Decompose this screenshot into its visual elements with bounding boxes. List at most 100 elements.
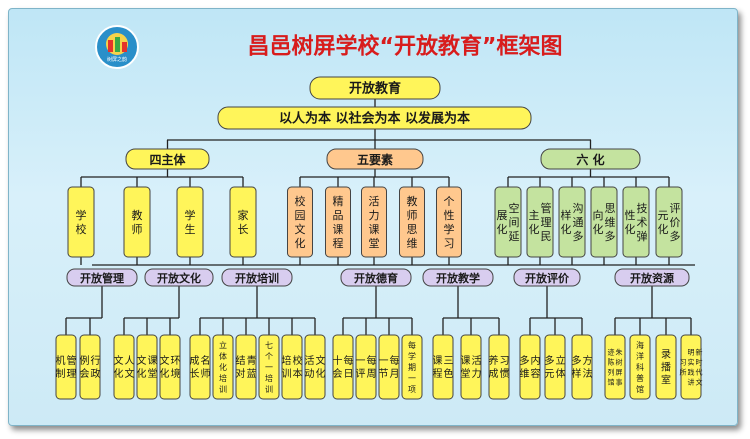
tier4-2-sub-1-label: 立体化培训 <box>219 340 227 394</box>
tier4-0-label: 开放管理 <box>80 271 124 285</box>
tier4-2-sub-0: 名师成长 <box>189 334 211 400</box>
group-2-item-4-label: 技术弹性化 <box>625 202 648 243</box>
tier4-1-sub-1: 课堂文化 <box>136 334 158 400</box>
tier4-6-sub-1: 海洋科普馆 <box>629 334 651 400</box>
tier4-5-sub-2-label: 方法多样 <box>572 354 593 380</box>
group-2-item-5-label: 评价多元化 <box>658 202 681 243</box>
group-0-item-3: 家长 <box>229 186 257 258</box>
group-2-item-4: 技术弹性化 <box>622 186 650 258</box>
group-0-item-3-label: 家长 <box>238 208 249 236</box>
group-0-item-0: 学校 <box>67 186 95 258</box>
group-2-item-2-label: 沟通多样化 <box>561 202 584 243</box>
tier4-6-sub-0: 朱树屏事迹陈列馆 <box>604 334 626 400</box>
tier4-2-sub-2: 青蓝结对 <box>235 334 257 400</box>
group-0-item-2: 学生 <box>176 186 204 258</box>
tier4-3-sub-0: 每日十会 <box>332 334 354 400</box>
tier4-3-sub-2: 每月一节 <box>378 334 400 400</box>
tier4-5-sub-0-label: 内容多维 <box>520 354 541 380</box>
tier4-0-sub-0: 管理机制 <box>55 334 77 400</box>
tier4-4-label: 开放教学 <box>436 271 480 285</box>
tier4-6-sub-2: 录播室 <box>655 334 677 400</box>
tier4-4-sub-0: 三色课程 <box>432 334 454 400</box>
tier4-3: 开放德育 <box>340 268 412 287</box>
tier4-3-sub-3: 每学期一项 <box>401 334 423 400</box>
group-0-item-1-label: 教师 <box>132 209 143 236</box>
group-2-item-1-label: 管理民主化 <box>529 201 552 243</box>
tier4-3-sub-0-label: 每日十会 <box>333 354 354 380</box>
tier4-2-sub-2-label: 青蓝结对 <box>236 354 257 380</box>
group-2-item-2: 沟通多样化 <box>558 186 586 258</box>
tier4-5-sub-2: 方法多样 <box>571 334 593 400</box>
tier4-4-sub-1: 活力课堂 <box>460 334 482 400</box>
tier4-5-sub-1: 立体多元 <box>544 334 566 400</box>
tier4-1-label: 开放文化 <box>157 271 201 285</box>
group-0-item-1: 教师 <box>123 186 151 258</box>
tier4-0-sub-0-label: 管理机制 <box>56 354 77 380</box>
tier4-5-label: 开放评价 <box>525 271 570 285</box>
tier4-1-sub-1-label: 课堂文化 <box>137 354 158 380</box>
group-2-item-3-label: 思维多向化 <box>593 202 616 243</box>
group-2-item-0: 空间延展化 <box>494 186 522 258</box>
tier4-6-sub-2-label: 录播室 <box>661 349 671 387</box>
group-1-item-3-label: 教师思维 <box>407 195 418 250</box>
group-1-item-1-label: 精品课程 <box>333 195 344 250</box>
group-1-item-2-label: 活力课堂 <box>369 195 380 250</box>
logo: 树屏之韵 <box>95 25 139 69</box>
tier4-5-sub-1-label: 立体多元 <box>545 354 566 380</box>
group-1-item-1: 精品课程 <box>325 186 351 258</box>
group-1-label: 五要素 <box>357 152 393 167</box>
tier4-5-sub-0: 内容多维 <box>519 334 541 400</box>
group-1-item-0: 校园文化 <box>287 186 313 258</box>
tier4-0: 开放管理 <box>66 268 138 287</box>
group-2: 六 化 <box>540 148 641 170</box>
tier4-1: 开放文化 <box>144 268 214 287</box>
tier4-2-sub-4-label: 校本培训 <box>282 354 303 380</box>
principle-node-label: 以人为本 以社会为本 以发展为本 <box>279 111 470 127</box>
tier4-6: 开放资源 <box>614 268 690 287</box>
tier4-4-sub-0-label: 三色课程 <box>433 355 454 380</box>
tier4-6-sub-0-label: 朱树屏事迹陈列馆 <box>608 348 623 387</box>
group-0-label: 四主体 <box>149 152 186 167</box>
tier4-3-sub-1: 每周一评 <box>355 334 377 400</box>
tier4-3-sub-1-label: 每周一评 <box>356 354 377 380</box>
group-1-item-3: 教师思维 <box>399 186 425 258</box>
tier4-2-sub-1: 立体化培训 <box>212 334 234 400</box>
group-1-item-4-label: 个性学习 <box>444 195 455 250</box>
group-2-item-0-label: 空间延展化 <box>497 201 520 243</box>
tier4-2-sub-3: 七个一培训 <box>258 334 280 400</box>
tier4-6-sub-3: 新时代文明实践讲习所 <box>680 334 703 400</box>
root-node: 开放教育 <box>309 76 441 100</box>
tier4-1-sub-0-label: 人文文化 <box>114 354 135 380</box>
tier4-4-sub-2-label: 习惯养成 <box>489 354 510 380</box>
group-2-item-1: 管理民主化 <box>526 186 554 258</box>
tier4-4-sub-1-label: 活力课堂 <box>461 355 482 380</box>
tier4-5: 开放评价 <box>513 268 581 287</box>
tier4-0-sub-1-label: 行政例会 <box>80 354 101 380</box>
group-1-item-0-label: 校园文化 <box>295 194 306 250</box>
tier4-1-sub-0: 人文文化 <box>113 334 135 400</box>
tier4-4: 开放教学 <box>422 268 494 287</box>
tier4-6-label: 开放资源 <box>630 271 674 285</box>
group-0: 四主体 <box>125 148 210 170</box>
principle-node: 以人为本 以社会为本 以发展为本 <box>217 106 532 130</box>
tier4-2-sub-4: 校本培训 <box>281 334 303 400</box>
tier4-2-sub-0-label: 名师成长 <box>190 354 211 380</box>
tier4-2-sub-3-label: 七个一培训 <box>265 341 273 394</box>
root-node-label: 开放教育 <box>349 81 401 97</box>
group-0-item-0-label: 学校 <box>76 208 87 236</box>
tier4-3-label: 开放德育 <box>354 271 398 285</box>
logo-text: 树屏之韵 <box>107 56 127 63</box>
tier4-2-label: 开放培训 <box>235 271 279 285</box>
connector-lines <box>65 99 695 335</box>
group-2-item-3: 思维多向化 <box>590 186 618 258</box>
group-1: 五要素 <box>326 148 424 170</box>
tier4-2-sub-5-label: 文化活动 <box>305 354 326 380</box>
tier4-2: 开放培训 <box>221 268 293 287</box>
tier4-6-sub-1-label: 海洋科普馆 <box>636 340 644 394</box>
group-2-label: 六 化 <box>576 152 604 167</box>
tier4-0-sub-1: 行政例会 <box>79 334 101 400</box>
diagram-title: 昌邑树屏学校“开放教育”框架图 <box>248 34 563 60</box>
group-1-item-4: 个性学习 <box>436 186 462 258</box>
group-0-item-2-label: 学生 <box>185 208 196 236</box>
